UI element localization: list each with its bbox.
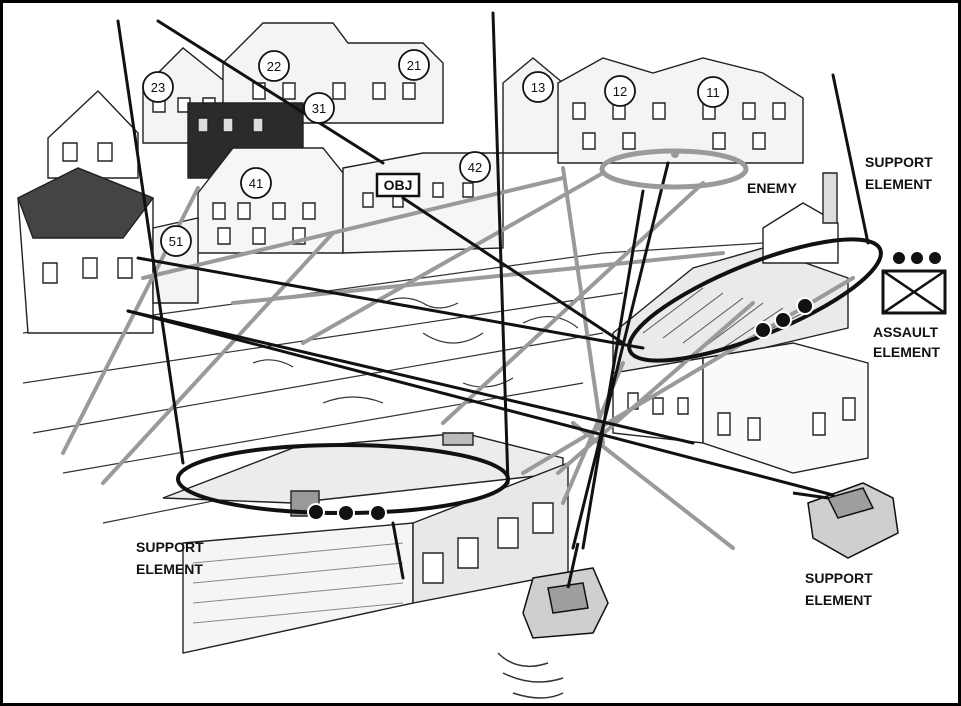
building-badge-12: 12 <box>605 76 635 106</box>
assault-element-line1: ASSAULT <box>873 324 939 340</box>
support-element-top-right-line1: SUPPORT <box>865 154 933 170</box>
svg-text:12: 12 <box>613 84 627 99</box>
support-element-bottom-right-line2: ELEMENT <box>805 592 872 608</box>
building-badge-51: 51 <box>161 226 191 256</box>
building-badge-41: 41 <box>241 168 271 198</box>
building-badge-21: 21 <box>399 50 429 80</box>
svg-text:OBJ: OBJ <box>384 177 413 193</box>
enemy-label: ENEMY <box>747 180 797 196</box>
svg-text:11: 11 <box>706 85 720 100</box>
support-element-dots-bottom-left <box>308 504 386 521</box>
assault-element-line2: ELEMENT <box>873 344 940 360</box>
support-element-bottom-right-line1: SUPPORT <box>805 570 873 586</box>
svg-text:23: 23 <box>151 80 165 95</box>
building-badge-22: 22 <box>259 51 289 81</box>
building-badge-13: 13 <box>523 72 553 102</box>
svg-text:22: 22 <box>267 59 281 74</box>
building-badge-23: 23 <box>143 72 173 102</box>
support-element-bottom-left-line1: SUPPORT <box>136 539 204 555</box>
tank-bottom-right <box>793 483 898 558</box>
support-element-top-right-line2: ELEMENT <box>865 176 932 192</box>
svg-text:51: 51 <box>169 234 183 249</box>
svg-text:31: 31 <box>312 101 326 116</box>
svg-text:41: 41 <box>249 176 263 191</box>
svg-text:13: 13 <box>531 80 545 95</box>
building-badge-42: 42 <box>460 152 490 182</box>
infantry-unit-symbol <box>883 252 945 313</box>
objective-label: OBJ <box>377 174 419 196</box>
svg-text:42: 42 <box>468 160 482 175</box>
building-badge-11: 11 <box>698 77 728 107</box>
enemy-marker <box>671 150 679 158</box>
svg-text:21: 21 <box>407 58 421 73</box>
urban-assault-diagram: 23 22 21 31 13 12 11 41 42 51 OBJ ENEMY … <box>3 3 961 706</box>
support-element-bottom-left-line2: ELEMENT <box>136 561 203 577</box>
building-badge-31: 31 <box>304 93 334 123</box>
